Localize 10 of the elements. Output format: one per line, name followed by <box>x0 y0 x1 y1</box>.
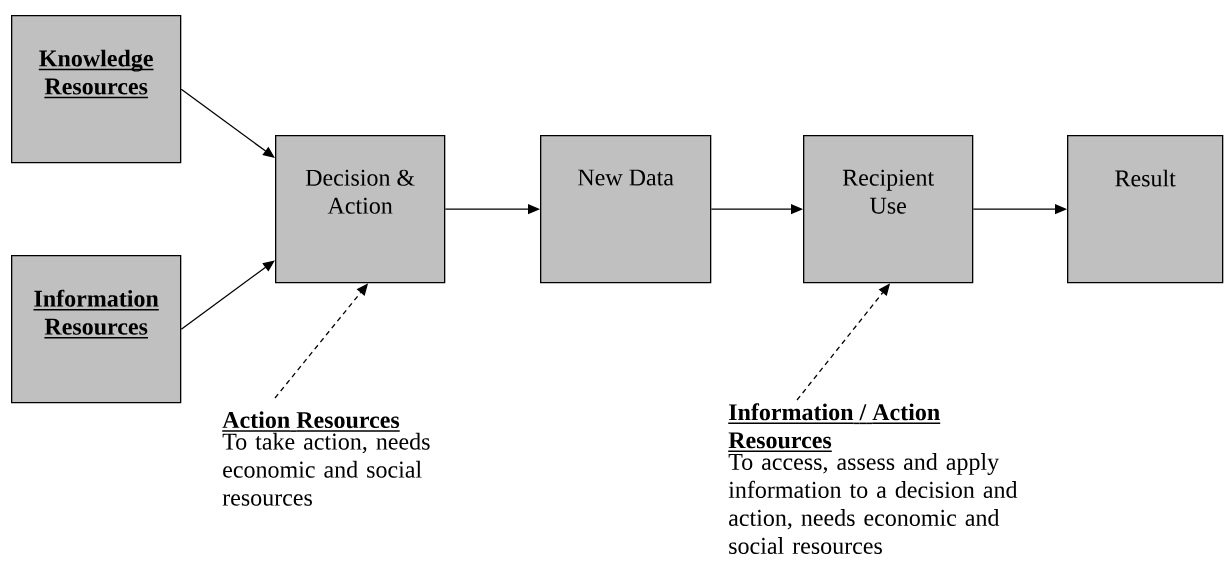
process-box: Knowledge Resources <box>11 15 182 164</box>
arrow <box>180 88 275 158</box>
process-box: Recipient Use <box>803 135 974 284</box>
process-box: New Data <box>540 135 712 284</box>
process-box: Decision & Action <box>275 135 446 284</box>
arrow <box>180 260 275 330</box>
process-box: Result <box>1067 135 1224 284</box>
annotation-text: Action Resources To take action, needs economic and social resources <box>221 411 430 506</box>
process-box: Information Resources <box>11 255 182 404</box>
annotation-text: Information / Action Resources To access, assess and apply information to a decision and action, needs economic and social resources <box>727 403 1018 554</box>
